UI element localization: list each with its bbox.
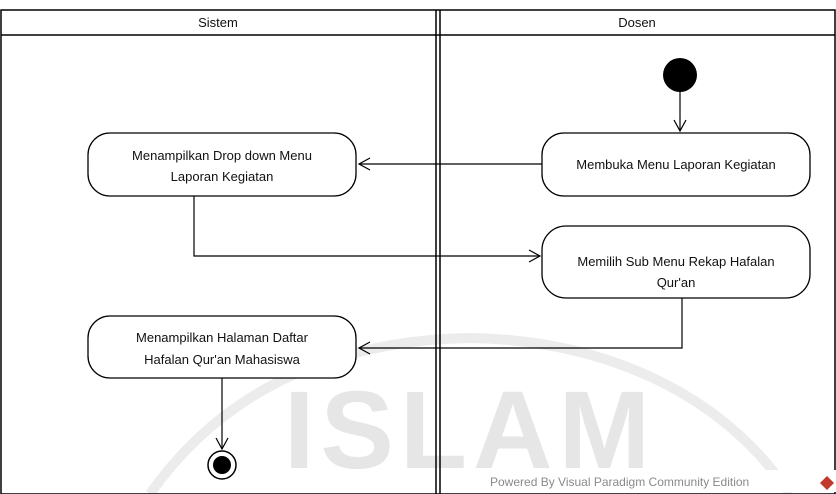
- swimlane-frame: [0, 9, 836, 494]
- lane-header-dosen: Dosen: [618, 15, 656, 30]
- action-box: [87, 132, 357, 197]
- action-show-dropdown: Menampilkan Drop down Menu Laporan Kegia…: [87, 132, 357, 197]
- frame-border: [0, 9, 836, 494]
- watermark-arc: [145, 332, 795, 494]
- action-label-line: Qur'an: [657, 275, 696, 290]
- initial-node: [663, 58, 697, 92]
- action-box: [541, 225, 811, 299]
- footer-bg: [485, 470, 836, 492]
- action-label-line: Membuka Menu Laporan Kegiatan: [576, 157, 775, 172]
- footer-text: Powered By Visual Paradigm Community Edi…: [490, 475, 749, 489]
- action-open-menu: Membuka Menu Laporan Kegiatan: [541, 132, 811, 197]
- action-label-line: Laporan Kegiatan: [171, 169, 274, 184]
- flow-submenu-to-list: [357, 298, 683, 355]
- final-node: [207, 450, 237, 480]
- action-label-line: Menampilkan Halaman Daftar: [136, 330, 309, 345]
- vp-logo-icon: [820, 476, 834, 490]
- action-label-line: Menampilkan Drop down Menu: [132, 148, 312, 163]
- final-node-dot: [213, 456, 231, 474]
- control-flows: [193, 92, 687, 451]
- watermark: ISLAM: [145, 332, 795, 494]
- action-label-line: Memilih Sub Menu Rekap Hafalan: [577, 254, 774, 269]
- action-label-line: Hafalan Qur'an Mahasiswa: [144, 352, 300, 367]
- action-choose-submenu: Memilih Sub Menu Rekap Hafalan Qur'an: [541, 225, 811, 299]
- action-show-list: Menampilkan Halaman Daftar Hafalan Qur'a…: [87, 315, 357, 379]
- flow-dropdown-to-submenu: [193, 196, 542, 263]
- footer: Powered By Visual Paradigm Community Edi…: [485, 470, 836, 492]
- action-box: [87, 315, 357, 379]
- lane-header-sistem: Sistem: [198, 15, 238, 30]
